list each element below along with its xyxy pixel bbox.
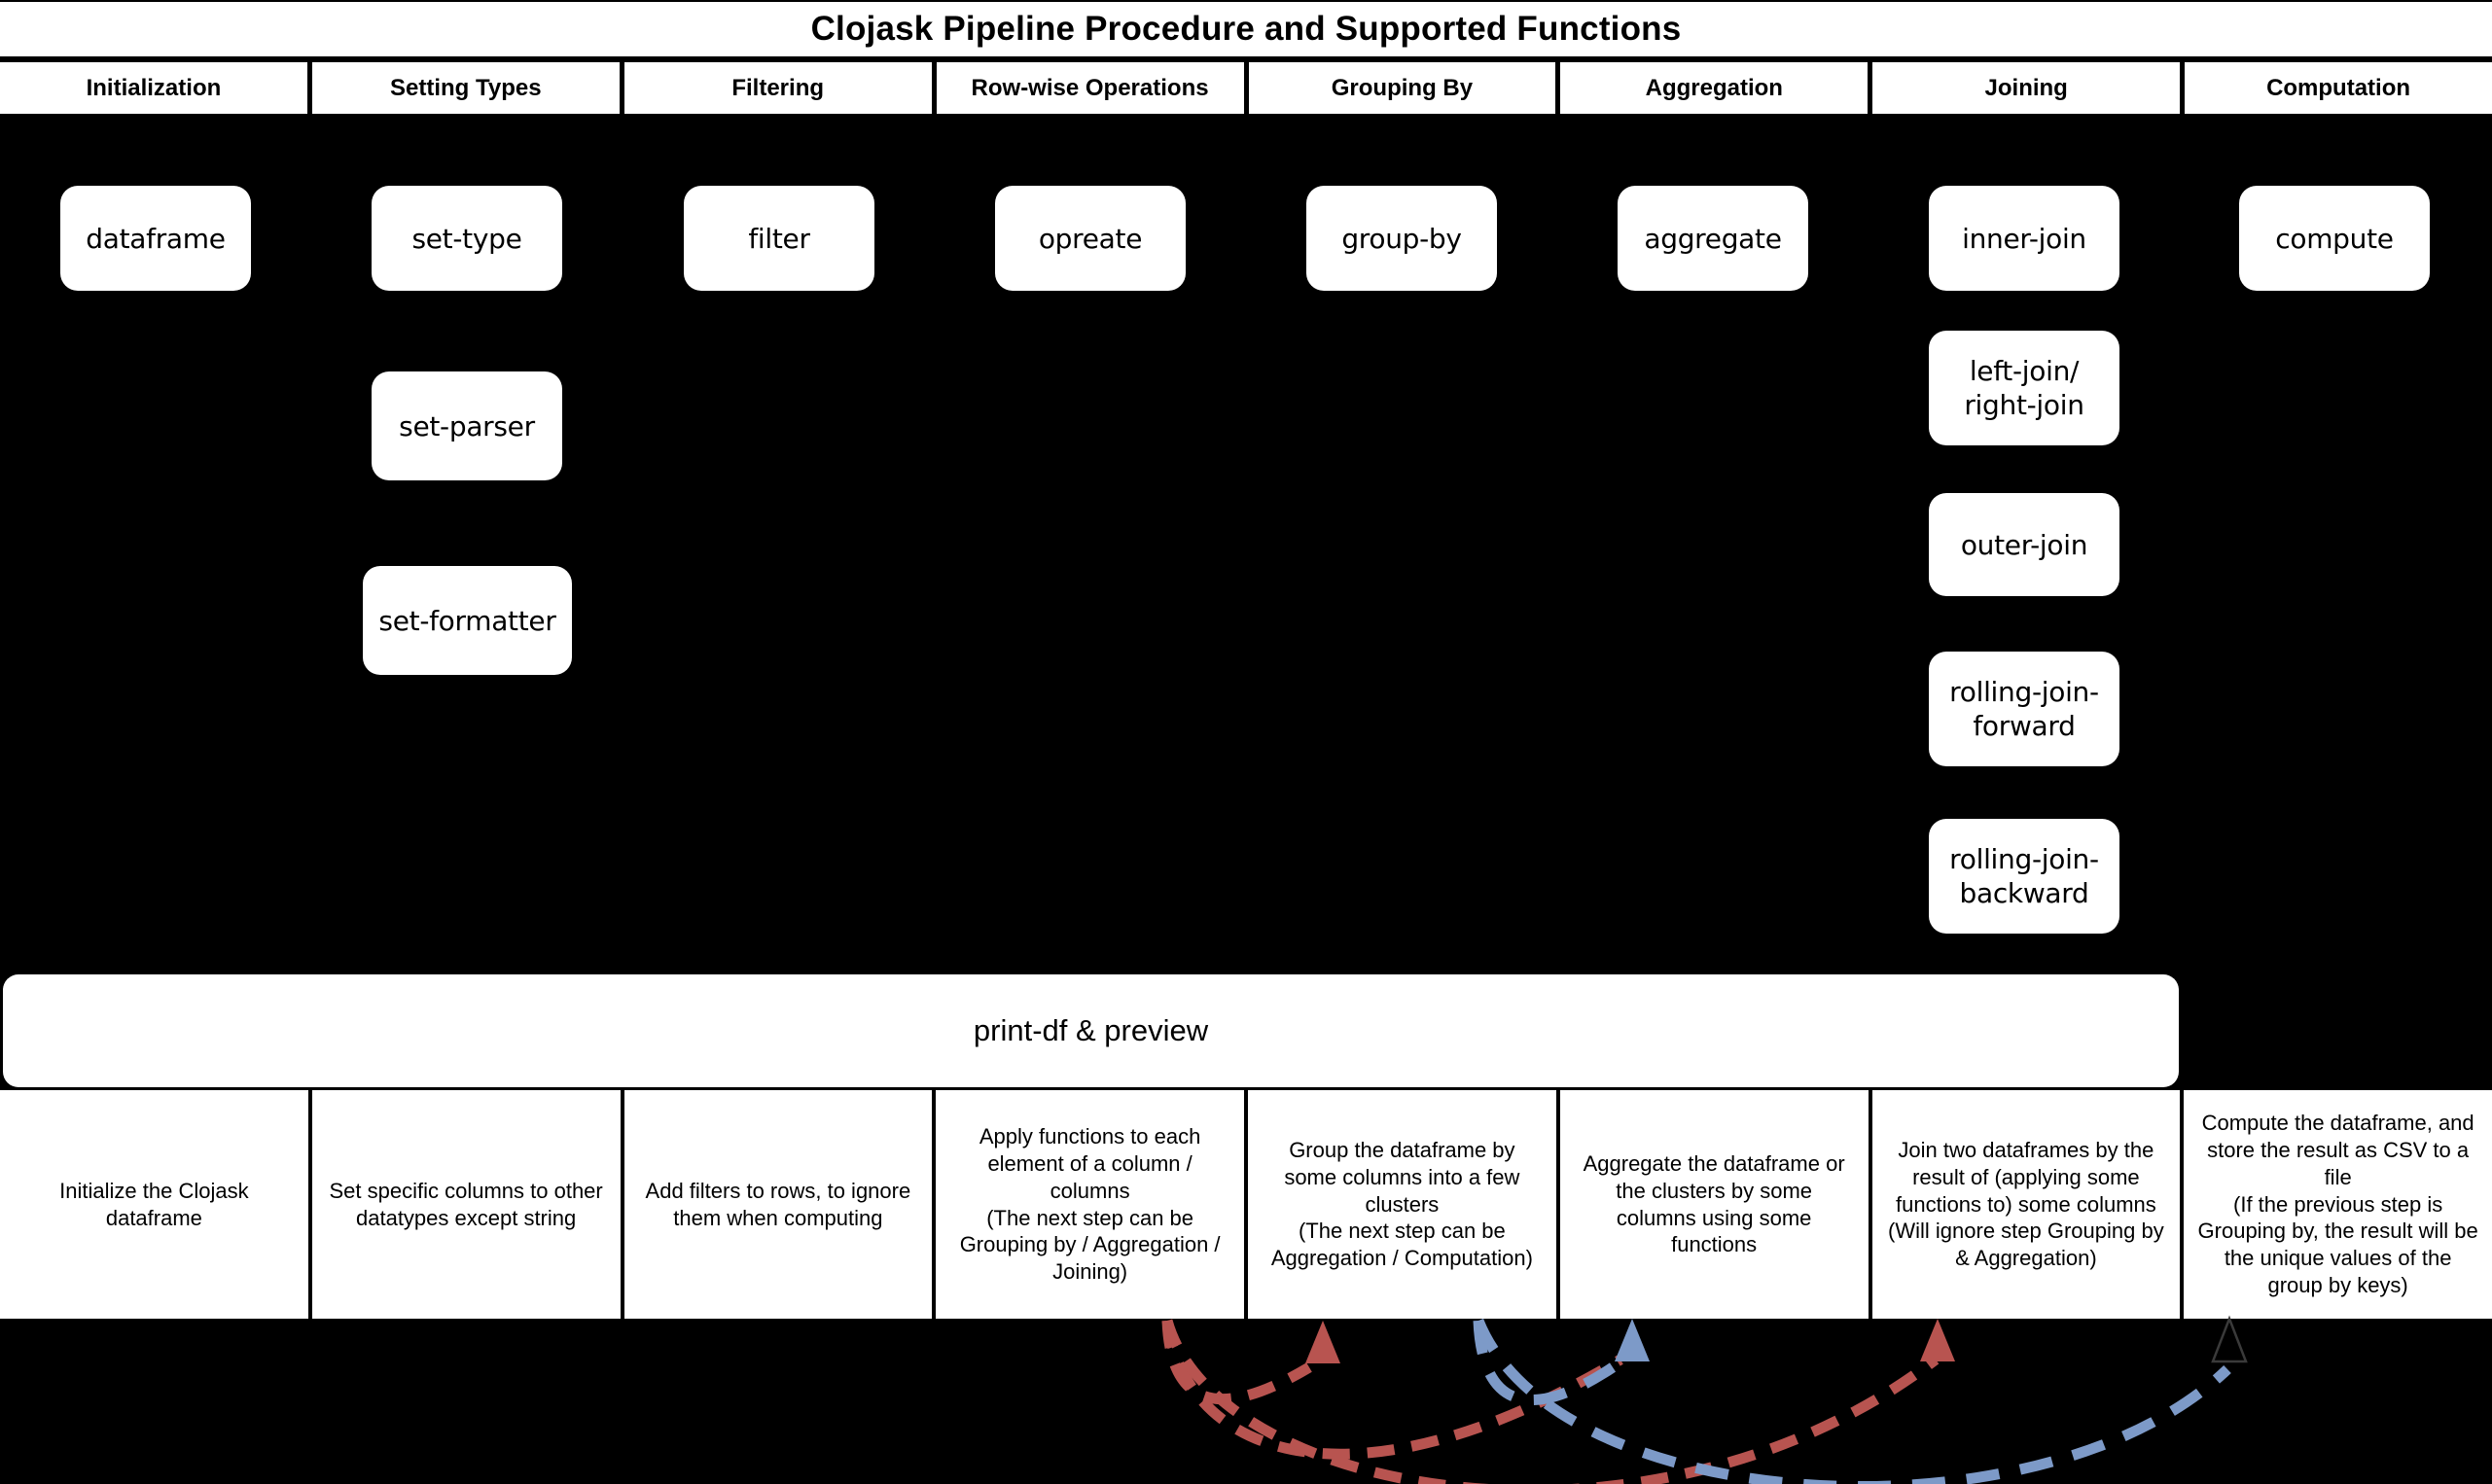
node-rolling-join-forward: rolling-join- forward — [1929, 652, 2119, 766]
arrow-rowwise-to-joining — [1161, 1319, 1940, 1484]
desc-setting-types: Set specific columns to other datatypes … — [311, 1090, 621, 1319]
desc-joining: Join two dataframes by the result of (ap… — [1871, 1090, 2181, 1319]
arrow-rowwise-to-groupingby — [1161, 1320, 1312, 1405]
arrow-groupingby-to-computation — [1473, 1318, 2231, 1484]
diagram-title: Clojask Pipeline Procedure and Supported… — [0, 2, 2492, 56]
node-opreate: opreate — [995, 186, 1186, 291]
desc-filtering: Add filters to rows, to ignore them when… — [623, 1090, 933, 1319]
node-set-parser: set-parser — [372, 371, 562, 480]
header-joining: Joining — [1872, 62, 2181, 114]
header-computation: Computation — [2185, 62, 2492, 114]
header-initialization: Initialization — [0, 62, 307, 114]
header-setting-types: Setting Types — [311, 62, 620, 114]
node-aggregate: aggregate — [1618, 186, 1808, 291]
node-rolling-join-backward: rolling-join- backward — [1929, 819, 2119, 934]
desc-aggregation: Aggregate the dataframe or the clusters … — [1559, 1090, 1869, 1319]
arrowhead-joining-red — [1920, 1319, 1955, 1361]
arrowhead-aggregation-blue — [1615, 1319, 1650, 1361]
node-inner-join: inner-join — [1929, 186, 2119, 291]
desc-initialization: Initialize the Clojask dataframe — [0, 1090, 308, 1319]
node-left-right-join: left-join/ right-join — [1929, 331, 2119, 445]
node-group-by: group-by — [1306, 186, 1497, 291]
header-aggregation: Aggregation — [1560, 62, 1869, 114]
desc-row-wise-operations: Apply functions to each element of a col… — [936, 1090, 1244, 1319]
print-df-preview-bar: print-df & preview — [3, 974, 2179, 1087]
node-filter: filter — [684, 186, 874, 291]
node-dataframe: dataframe — [60, 186, 251, 291]
header-filtering: Filtering — [623, 62, 932, 114]
arrow-rowwise-to-aggregation — [1161, 1320, 1623, 1460]
arrow-groupingby-to-aggregation — [1473, 1320, 1617, 1405]
node-compute: compute — [2239, 186, 2430, 291]
arrowhead-computation-outline — [2211, 1315, 2248, 1363]
node-set-type: set-type — [372, 186, 562, 291]
description-row: Initialize the Clojask dataframe Set spe… — [0, 1090, 2492, 1319]
desc-grouping-by: Group the dataframe by some columns into… — [1248, 1090, 1556, 1319]
desc-computation: Compute the dataframe, and store the res… — [2184, 1090, 2492, 1319]
header-grouping-by: Grouping By — [1248, 62, 1556, 114]
arrowhead-groupingby-red — [1305, 1321, 1340, 1363]
node-outer-join: outer-join — [1929, 493, 2119, 596]
column-header-row: Initialization Setting Types Filtering R… — [0, 62, 2492, 114]
node-set-formatter: set-formatter — [363, 566, 572, 675]
header-row-wise-operations: Row-wise Operations — [936, 62, 1244, 114]
